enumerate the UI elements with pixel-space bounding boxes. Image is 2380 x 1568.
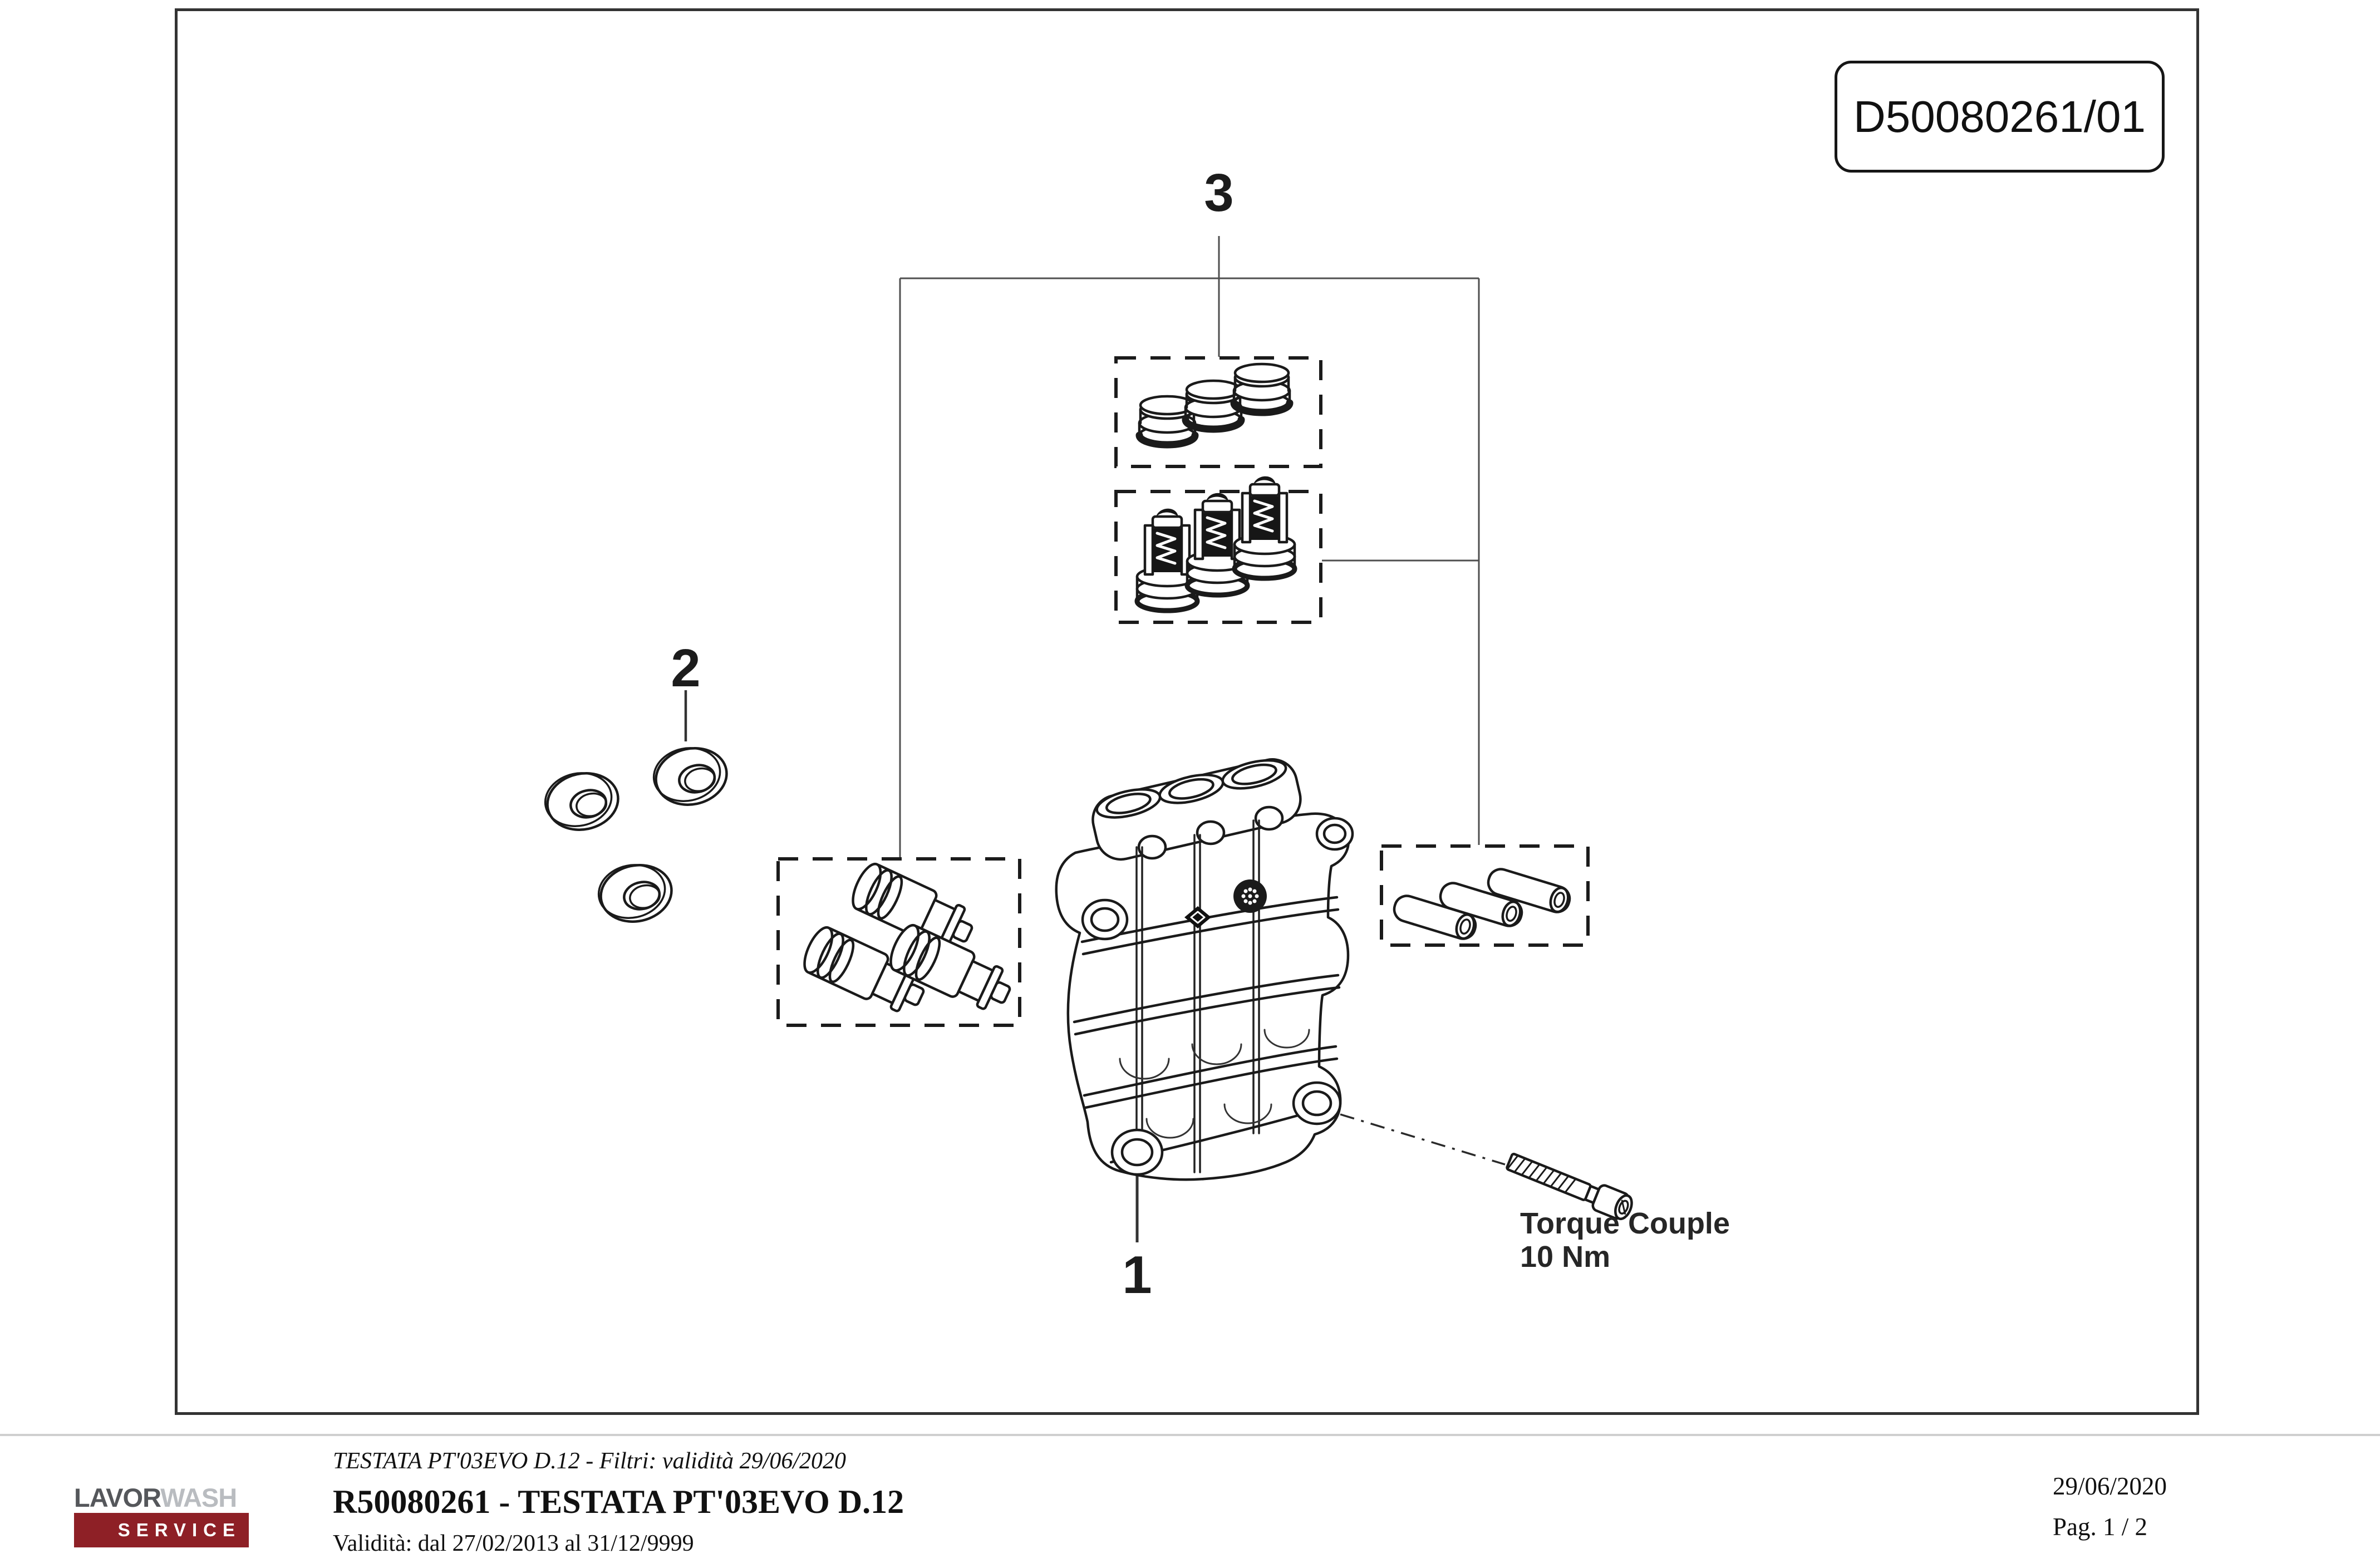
caps-group-box [1114,356,1322,468]
callout-2-label: 2 [671,638,701,698]
footer-text-block: TESTATA PT'03EVO D.12 - Filtri: validità… [333,1449,904,1555]
socket-head-bolt-drawing [1506,1153,1633,1221]
page-indicator: Pag. 1 / 2 [2053,1513,2148,1541]
logo-word-lavor: LAVOR [74,1483,161,1512]
logo-wordmark: LAVORWASH [74,1484,249,1512]
pump-head-drawing [1055,758,1354,1181]
pins-drawing [1391,866,1573,942]
logo-service-banner: SERVICE [74,1513,249,1547]
drawing-code-box: D50080261/01 [1835,61,2165,173]
valve-cartridges-group-box [776,857,1021,1027]
cap-icon [1234,364,1290,412]
lavorwash-service-logo: LAVORWASH SERVICE [74,1484,249,1547]
bolt-leader-line [1340,1113,1506,1166]
torque-annotation: Torque Couple 10 Nm [1520,1207,1730,1274]
footer-divider [0,1434,2380,1436]
valve-assemblies-drawing [1137,476,1295,611]
o-ring-icon [540,766,623,837]
document-date: 29/06/2020 [2053,1472,2167,1500]
o-ring-seals-drawing [540,741,732,928]
caps-drawing [1139,364,1290,445]
document-title: R50080261 - TESTATA PT'03EVO D.12 [333,1483,904,1520]
o-ring-icon [649,741,732,812]
torque-annotation-line1: Torque Couple [1520,1207,1730,1240]
logo-word-wash: WASH [160,1483,237,1512]
valve-assembly-icon [1235,476,1295,578]
o-ring-icon [594,858,677,928]
valve-cartridges-drawing [799,860,1017,1020]
callout-1-label: 1 [1122,1245,1152,1305]
document-subtitle: TESTATA PT'03EVO D.12 - Filtri: validità… [333,1448,847,1474]
drawing-code: D50080261/01 [1853,91,2146,141]
document-validity: Validità: dal 27/02/2013 al 31/12/9999 [333,1531,694,1556]
valve-assemblies-group-box [1114,490,1322,624]
callout-3-label: 3 [1204,163,1234,223]
pins-group-box [1380,844,1590,947]
logo-service-label: SERVICE [117,1520,241,1540]
callout-3-connector-lines [899,236,1480,858]
footer-right-block: 29/06/2020 Pag. 1 / 2 [2053,1474,2167,1540]
torque-annotation-line2: 10 Nm [1520,1240,1611,1274]
